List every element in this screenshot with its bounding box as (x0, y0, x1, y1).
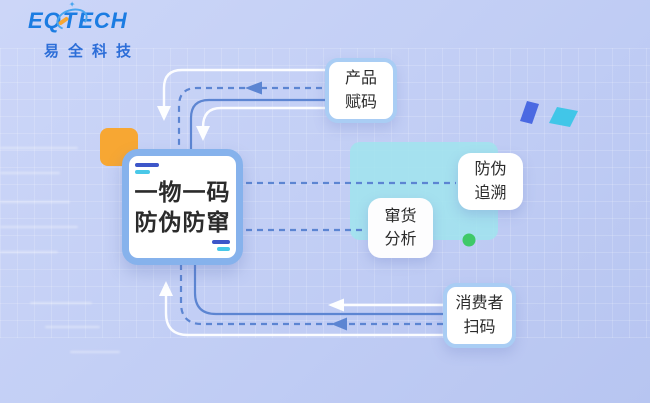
flow-line-top-dashed (177, 86, 333, 152)
arrow-left-icon (245, 81, 262, 95)
center-label-line2: 防伪防窜 (134, 209, 231, 235)
flow-line-bottom-dashed (179, 263, 443, 326)
logo-subtitle: 易全科技 (44, 43, 141, 60)
arrow-left-icon (331, 317, 347, 331)
background-streak (0, 147, 78, 149)
center-label-line1: 一物一码 (134, 178, 231, 205)
node-label: 防伪 (474, 161, 507, 179)
arrow-up-icon (159, 281, 173, 296)
node-anti-fake-trace: 防伪 追溯 (458, 153, 523, 210)
background-streak (0, 226, 78, 228)
node-label: 消费者 (455, 295, 504, 313)
logo-t-text: T (62, 8, 78, 33)
background-streak (70, 351, 120, 353)
node-label: 追溯 (474, 184, 507, 202)
bar-decoration (217, 247, 230, 251)
node-label: 分析 (384, 231, 417, 248)
background-streak (45, 326, 100, 328)
sparkle-icon: ✦ (68, 0, 77, 9)
node-diversion-analysis: 窜货 分析 (368, 198, 433, 258)
flow-bottom-group (159, 263, 470, 337)
logo-eq-text: EQ (28, 8, 62, 33)
flow-line-bottom-white-outer (164, 295, 470, 337)
node-product-coding: 产品 赋码 (325, 58, 397, 123)
background-streak (30, 302, 92, 304)
logo-t-swoosh: ✦ T (53, 0, 91, 35)
node-consumer-scan: 消费者 扫码 (443, 283, 516, 348)
node-center: 一物一码 防伪防窜 (122, 149, 243, 265)
background-streak (0, 201, 70, 203)
green-dot-decoration (462, 233, 476, 247)
flow-line-top-white-inner (201, 106, 333, 128)
node-label: 赋码 (344, 93, 377, 111)
background-streak (0, 172, 60, 174)
node-label: 产品 (344, 70, 377, 88)
logo-ech-text: ECH (78, 8, 128, 33)
cyan-parallelogram-decoration (549, 107, 578, 127)
flow-line-top-white-outer (162, 68, 340, 108)
flow-line-bottom-solid (193, 263, 443, 316)
brand-logo: EQ ✦ T ECH 易全科技 (28, 0, 141, 61)
bar-decoration (212, 240, 230, 244)
blue-parallelogram-decoration (520, 101, 539, 124)
logo-wordmark: EQ ✦ T ECH (28, 0, 140, 35)
arrow-down-icon (157, 106, 171, 121)
node-label: 窜货 (384, 207, 417, 225)
bar-decoration (135, 163, 159, 167)
flow-line-top-solid (189, 98, 333, 152)
bar-decoration (135, 170, 150, 174)
node-label: 扫码 (463, 318, 496, 336)
background-streak (0, 251, 58, 253)
arrow-down-icon (196, 126, 210, 141)
arrow-left-icon (328, 298, 344, 312)
flow-top-group (157, 68, 340, 152)
